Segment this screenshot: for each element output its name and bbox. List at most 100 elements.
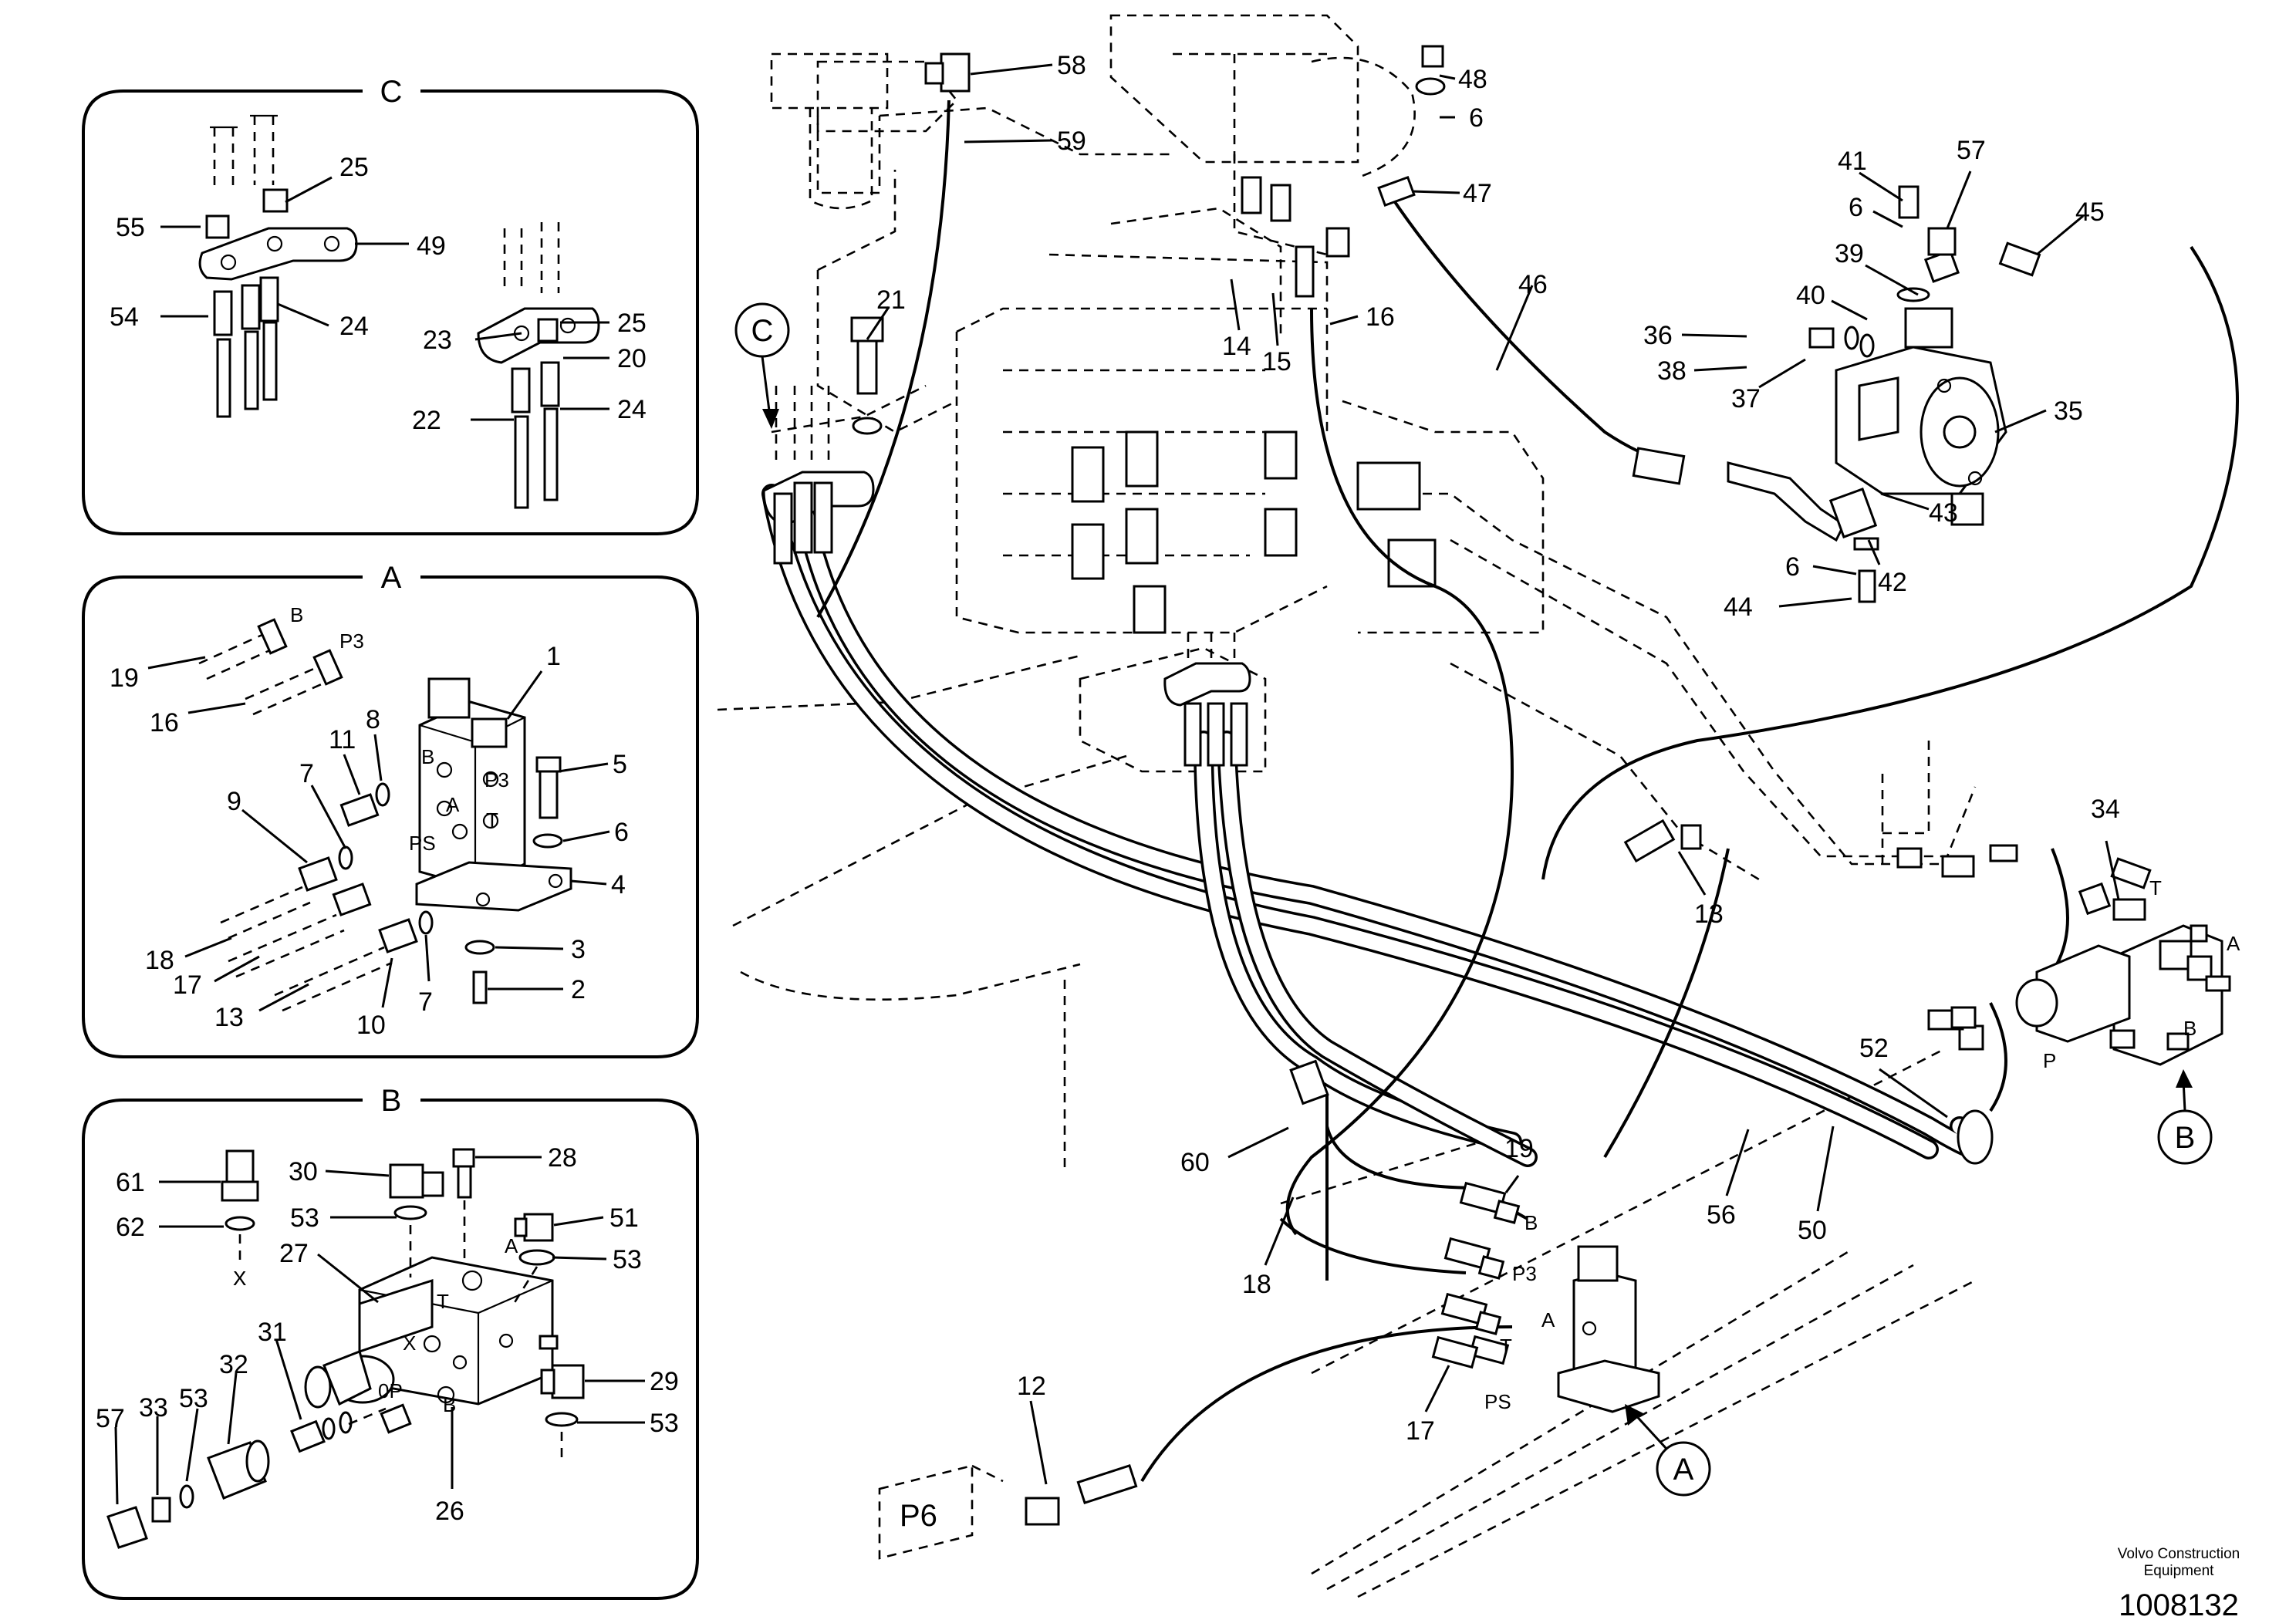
main-leaders bbox=[866, 63, 2120, 1485]
label-a-18: 18 bbox=[145, 946, 174, 975]
company-line-1: Volvo Construction bbox=[2118, 1546, 2240, 1562]
port-a-p3-main: P3 bbox=[485, 768, 509, 791]
label-42: 42 bbox=[1878, 568, 1907, 597]
label-56: 56 bbox=[1707, 1200, 1736, 1230]
port-valve-b-t: T bbox=[2149, 876, 2162, 899]
label-b-51: 51 bbox=[609, 1203, 639, 1233]
valve-block-26 bbox=[304, 1256, 559, 1409]
label-46: 46 bbox=[1518, 270, 1548, 299]
panel-b-leaders bbox=[114, 1156, 645, 1505]
label-15: 15 bbox=[1262, 347, 1292, 376]
company-line-2: Equipment bbox=[2144, 1563, 2215, 1579]
lower-hose-fittings bbox=[1025, 818, 1977, 1526]
label-a-16: 16 bbox=[150, 708, 179, 737]
label-17-main: 17 bbox=[1406, 1416, 1435, 1446]
label-57-main: 57 bbox=[1957, 136, 1986, 165]
label-b-26: 26 bbox=[435, 1497, 464, 1526]
label-a-9: 9 bbox=[227, 787, 241, 816]
panel-c-title: C bbox=[380, 75, 403, 109]
panel-c-leaders bbox=[160, 176, 609, 421]
top-fittings bbox=[850, 45, 1446, 435]
label-a-4: 4 bbox=[611, 870, 626, 899]
port-b-t: T bbox=[437, 1290, 449, 1313]
label-a-3: 3 bbox=[571, 935, 586, 964]
panel-c: C bbox=[82, 75, 699, 535]
label-c-49: 49 bbox=[417, 231, 446, 261]
label-a-17: 17 bbox=[173, 970, 202, 1000]
label-a-1: 1 bbox=[546, 642, 561, 671]
label-a-13: 13 bbox=[214, 1003, 244, 1032]
port-valve-b-a: A bbox=[2227, 932, 2240, 955]
label-40: 40 bbox=[1796, 281, 1825, 310]
port-a-ps: PS bbox=[409, 832, 436, 855]
part-28 bbox=[452, 1148, 475, 1265]
label-b-53a: 53 bbox=[290, 1203, 319, 1233]
label-59: 59 bbox=[1057, 127, 1086, 156]
port-a-p3-top: P3 bbox=[339, 629, 364, 653]
label-a-7a: 7 bbox=[299, 759, 314, 788]
label-c-25a: 25 bbox=[339, 153, 369, 182]
label-c-55: 55 bbox=[116, 213, 145, 242]
label-b-28: 28 bbox=[548, 1143, 577, 1173]
port-b-x-top: X bbox=[233, 1267, 246, 1290]
main-ports: B P3 A T PS T A B P P6 bbox=[900, 876, 2240, 1533]
panel-c-pipes-left bbox=[210, 114, 278, 185]
port-main-ps: PS bbox=[1484, 1390, 1511, 1413]
label-a-11: 11 bbox=[329, 725, 356, 754]
label-b-33: 33 bbox=[139, 1393, 168, 1423]
label-b-29: 29 bbox=[650, 1367, 679, 1396]
panel-a-hose-ends bbox=[198, 618, 343, 716]
port-b-0p: 0P bbox=[378, 1379, 403, 1402]
label-41: 41 bbox=[1838, 147, 1867, 176]
drawing-number: 1008132 bbox=[2119, 1588, 2239, 1620]
callout-circles bbox=[734, 302, 2213, 1497]
panel-a-title: A bbox=[381, 561, 402, 595]
panel-c-fittings-right bbox=[511, 318, 560, 509]
main-assembly: C B A 58 59 48 6 bbox=[717, 14, 2240, 1598]
callout-c: C bbox=[751, 314, 774, 348]
label-a-6: 6 bbox=[614, 818, 629, 847]
label-45: 45 bbox=[2075, 197, 2105, 227]
label-c-20: 20 bbox=[617, 344, 647, 373]
panel-b-title: B bbox=[381, 1084, 402, 1118]
port-a-a-main: A bbox=[446, 793, 460, 816]
port-p6: P6 bbox=[900, 1499, 937, 1533]
port-main-t: T bbox=[1500, 1335, 1512, 1358]
port-valve-b-p: P bbox=[2043, 1049, 2056, 1072]
bracket-group-c bbox=[762, 386, 875, 565]
bracket-group-center bbox=[1163, 633, 1251, 767]
port-b-b: B bbox=[443, 1393, 456, 1416]
panel-b-labels: 61 62 30 28 53 51 53 27 31 32 53 33 57 2… bbox=[96, 1143, 679, 1526]
part-29 bbox=[540, 1364, 585, 1458]
label-b-61: 61 bbox=[116, 1168, 145, 1197]
part-30 bbox=[389, 1163, 444, 1277]
label-38: 38 bbox=[1657, 356, 1687, 386]
port-a-b-main: B bbox=[421, 745, 434, 768]
panel-a-leaders bbox=[147, 656, 610, 1012]
port-a-t: T bbox=[486, 808, 498, 832]
part-61 bbox=[221, 1149, 259, 1262]
panel-c-labels: 25 55 49 54 24 25 23 20 22 24 bbox=[110, 153, 647, 435]
hose-56-50 bbox=[761, 484, 1994, 1167]
filter-dashed bbox=[770, 52, 971, 210]
label-b-30: 30 bbox=[289, 1157, 318, 1186]
label-39: 39 bbox=[1835, 239, 1864, 268]
label-c-54: 54 bbox=[110, 302, 139, 332]
port-main-p3: P3 bbox=[1512, 1262, 1537, 1285]
label-50: 50 bbox=[1798, 1216, 1827, 1245]
pump-35 bbox=[1632, 185, 2041, 603]
label-44: 44 bbox=[1724, 592, 1753, 622]
port-b-x-main: X bbox=[403, 1331, 416, 1355]
port-valve-b-b: B bbox=[2183, 1017, 2196, 1040]
label-6-mid: 6 bbox=[1849, 193, 1863, 222]
label-14: 14 bbox=[1222, 332, 1251, 361]
label-35: 35 bbox=[2054, 397, 2083, 426]
callout-a: A bbox=[1673, 1453, 1694, 1487]
part-51 bbox=[512, 1213, 555, 1304]
label-58: 58 bbox=[1057, 51, 1086, 80]
label-18-main: 18 bbox=[1242, 1270, 1271, 1299]
label-c-25b: 25 bbox=[617, 309, 647, 338]
label-b-62: 62 bbox=[116, 1213, 145, 1242]
valve-block-1: B P3 A PS T bbox=[409, 677, 572, 1004]
label-6-low: 6 bbox=[1785, 552, 1800, 582]
